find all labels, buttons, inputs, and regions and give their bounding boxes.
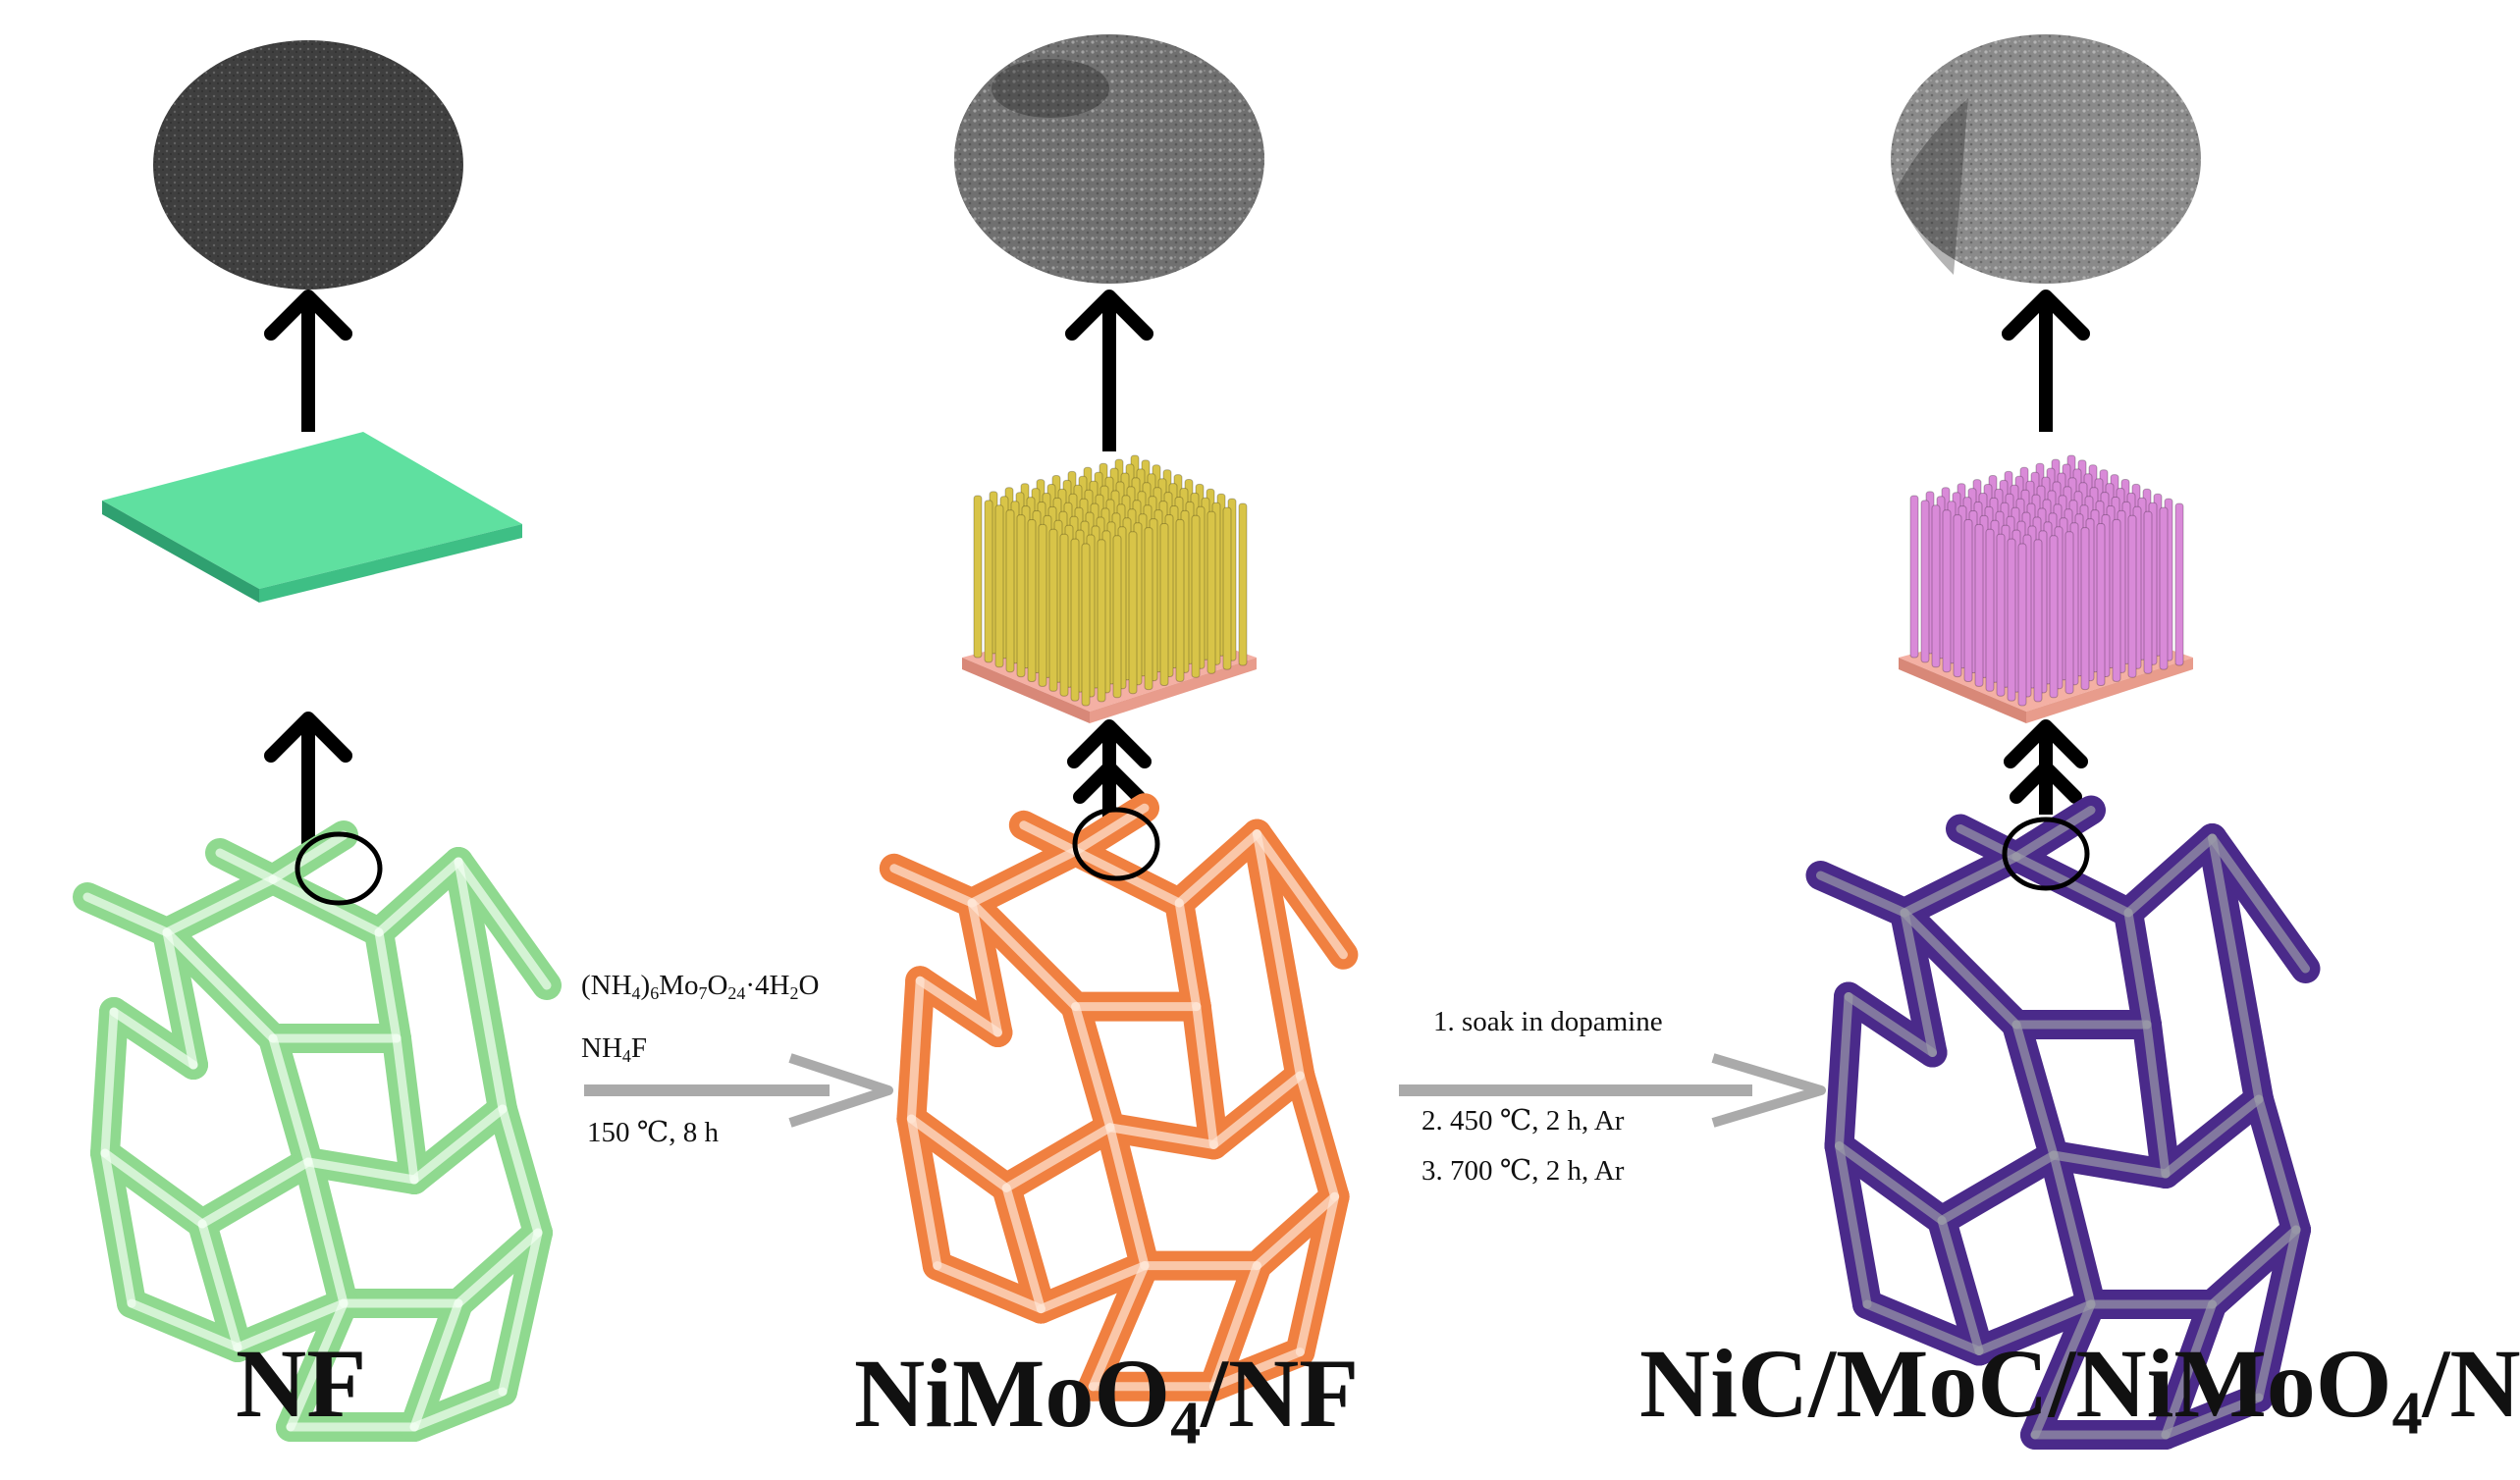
nanorod — [1953, 514, 1962, 678]
nanorod-array-nimoo4 — [962, 454, 1257, 723]
nanorod — [1191, 514, 1201, 678]
process-arrow-step1 — [584, 1053, 893, 1128]
nanorod — [1931, 504, 1941, 668]
sem-image-final — [1891, 34, 2201, 284]
nanorod — [2033, 539, 2043, 703]
nanorod — [1048, 528, 1058, 692]
label-nimoo4-nf: NiMoO4/NF — [854, 1339, 1360, 1457]
zoom-circle — [295, 831, 383, 906]
nanorod — [1059, 533, 1069, 697]
zoom-circle — [2002, 817, 2090, 891]
nanorod — [1070, 538, 1080, 702]
nanorod — [1097, 539, 1106, 703]
arrow-up-icon — [1065, 290, 1153, 451]
nanorod — [2127, 514, 2137, 678]
sem-image-nf — [153, 40, 463, 290]
sem-image-nimoo4 — [954, 34, 1264, 284]
nanorod — [1920, 500, 1930, 663]
nanorod — [1963, 519, 1973, 682]
step2-line2: 2. 450 ℃, 2 h, Ar — [1421, 1105, 1625, 1136]
nanorod — [984, 500, 993, 663]
nanorod — [1222, 506, 1232, 670]
nanorod-array-final — [1899, 454, 2193, 723]
nanorod — [1175, 518, 1185, 682]
step1-reagent2: NH4F — [581, 1032, 648, 1067]
nanorod — [973, 495, 983, 659]
arrow-up-icon — [264, 290, 352, 432]
nanorod — [2159, 506, 2169, 670]
nanorod — [1027, 519, 1037, 682]
nanorod — [2096, 523, 2106, 686]
nickel-foam-nf — [73, 820, 562, 1442]
nanorod — [2112, 518, 2121, 682]
nanorod — [1159, 523, 1169, 686]
zoom-circle — [1072, 807, 1160, 881]
nanorod — [1974, 523, 1984, 687]
nanorod — [1128, 531, 1138, 695]
step1-reagent1: (NH4)6Mo7O24·4H2O — [581, 970, 820, 1004]
arrow-up-icon — [264, 712, 352, 854]
nanorod — [1038, 523, 1047, 687]
nanorod — [1016, 514, 1026, 678]
arrow-up-icon — [2004, 719, 2088, 815]
step1-condition: 150 ℃, 8 h — [587, 1117, 719, 1148]
nanorod — [1144, 527, 1153, 691]
nanorod — [2080, 527, 2090, 691]
nickel-foam-nimoo4 — [879, 793, 1359, 1401]
label-final: NiC/MoC/NiMoO4/NF — [1639, 1329, 2520, 1448]
nanorod — [1985, 528, 1995, 692]
nanorod — [994, 504, 1004, 668]
nanorod — [1909, 495, 1919, 659]
nickel-foam-final — [1805, 795, 2321, 1450]
step2-line1: 1. soak in dopamine — [1433, 1006, 1663, 1037]
nanorod — [1238, 502, 1248, 666]
process-arrow-step2 — [1399, 1053, 1826, 1128]
nanorod — [2007, 538, 2016, 702]
nanorod — [2017, 543, 2027, 707]
nanorod — [1081, 543, 1091, 707]
nanorod — [1942, 509, 1952, 673]
nanorod — [1206, 510, 1216, 674]
nanorod — [1996, 533, 2006, 697]
nanorod — [2064, 531, 2074, 695]
nanorod — [1112, 535, 1122, 699]
nanorod — [2049, 535, 2059, 699]
nanorod — [2174, 502, 2184, 666]
nanorod — [2143, 510, 2153, 674]
flat-sheet — [102, 432, 522, 603]
arrow-up-icon — [2002, 290, 2090, 432]
label-nf: NF — [236, 1329, 367, 1438]
nanorod — [1005, 509, 1015, 673]
step2-line3: 3. 700 ℃, 2 h, Ar — [1421, 1155, 1625, 1187]
